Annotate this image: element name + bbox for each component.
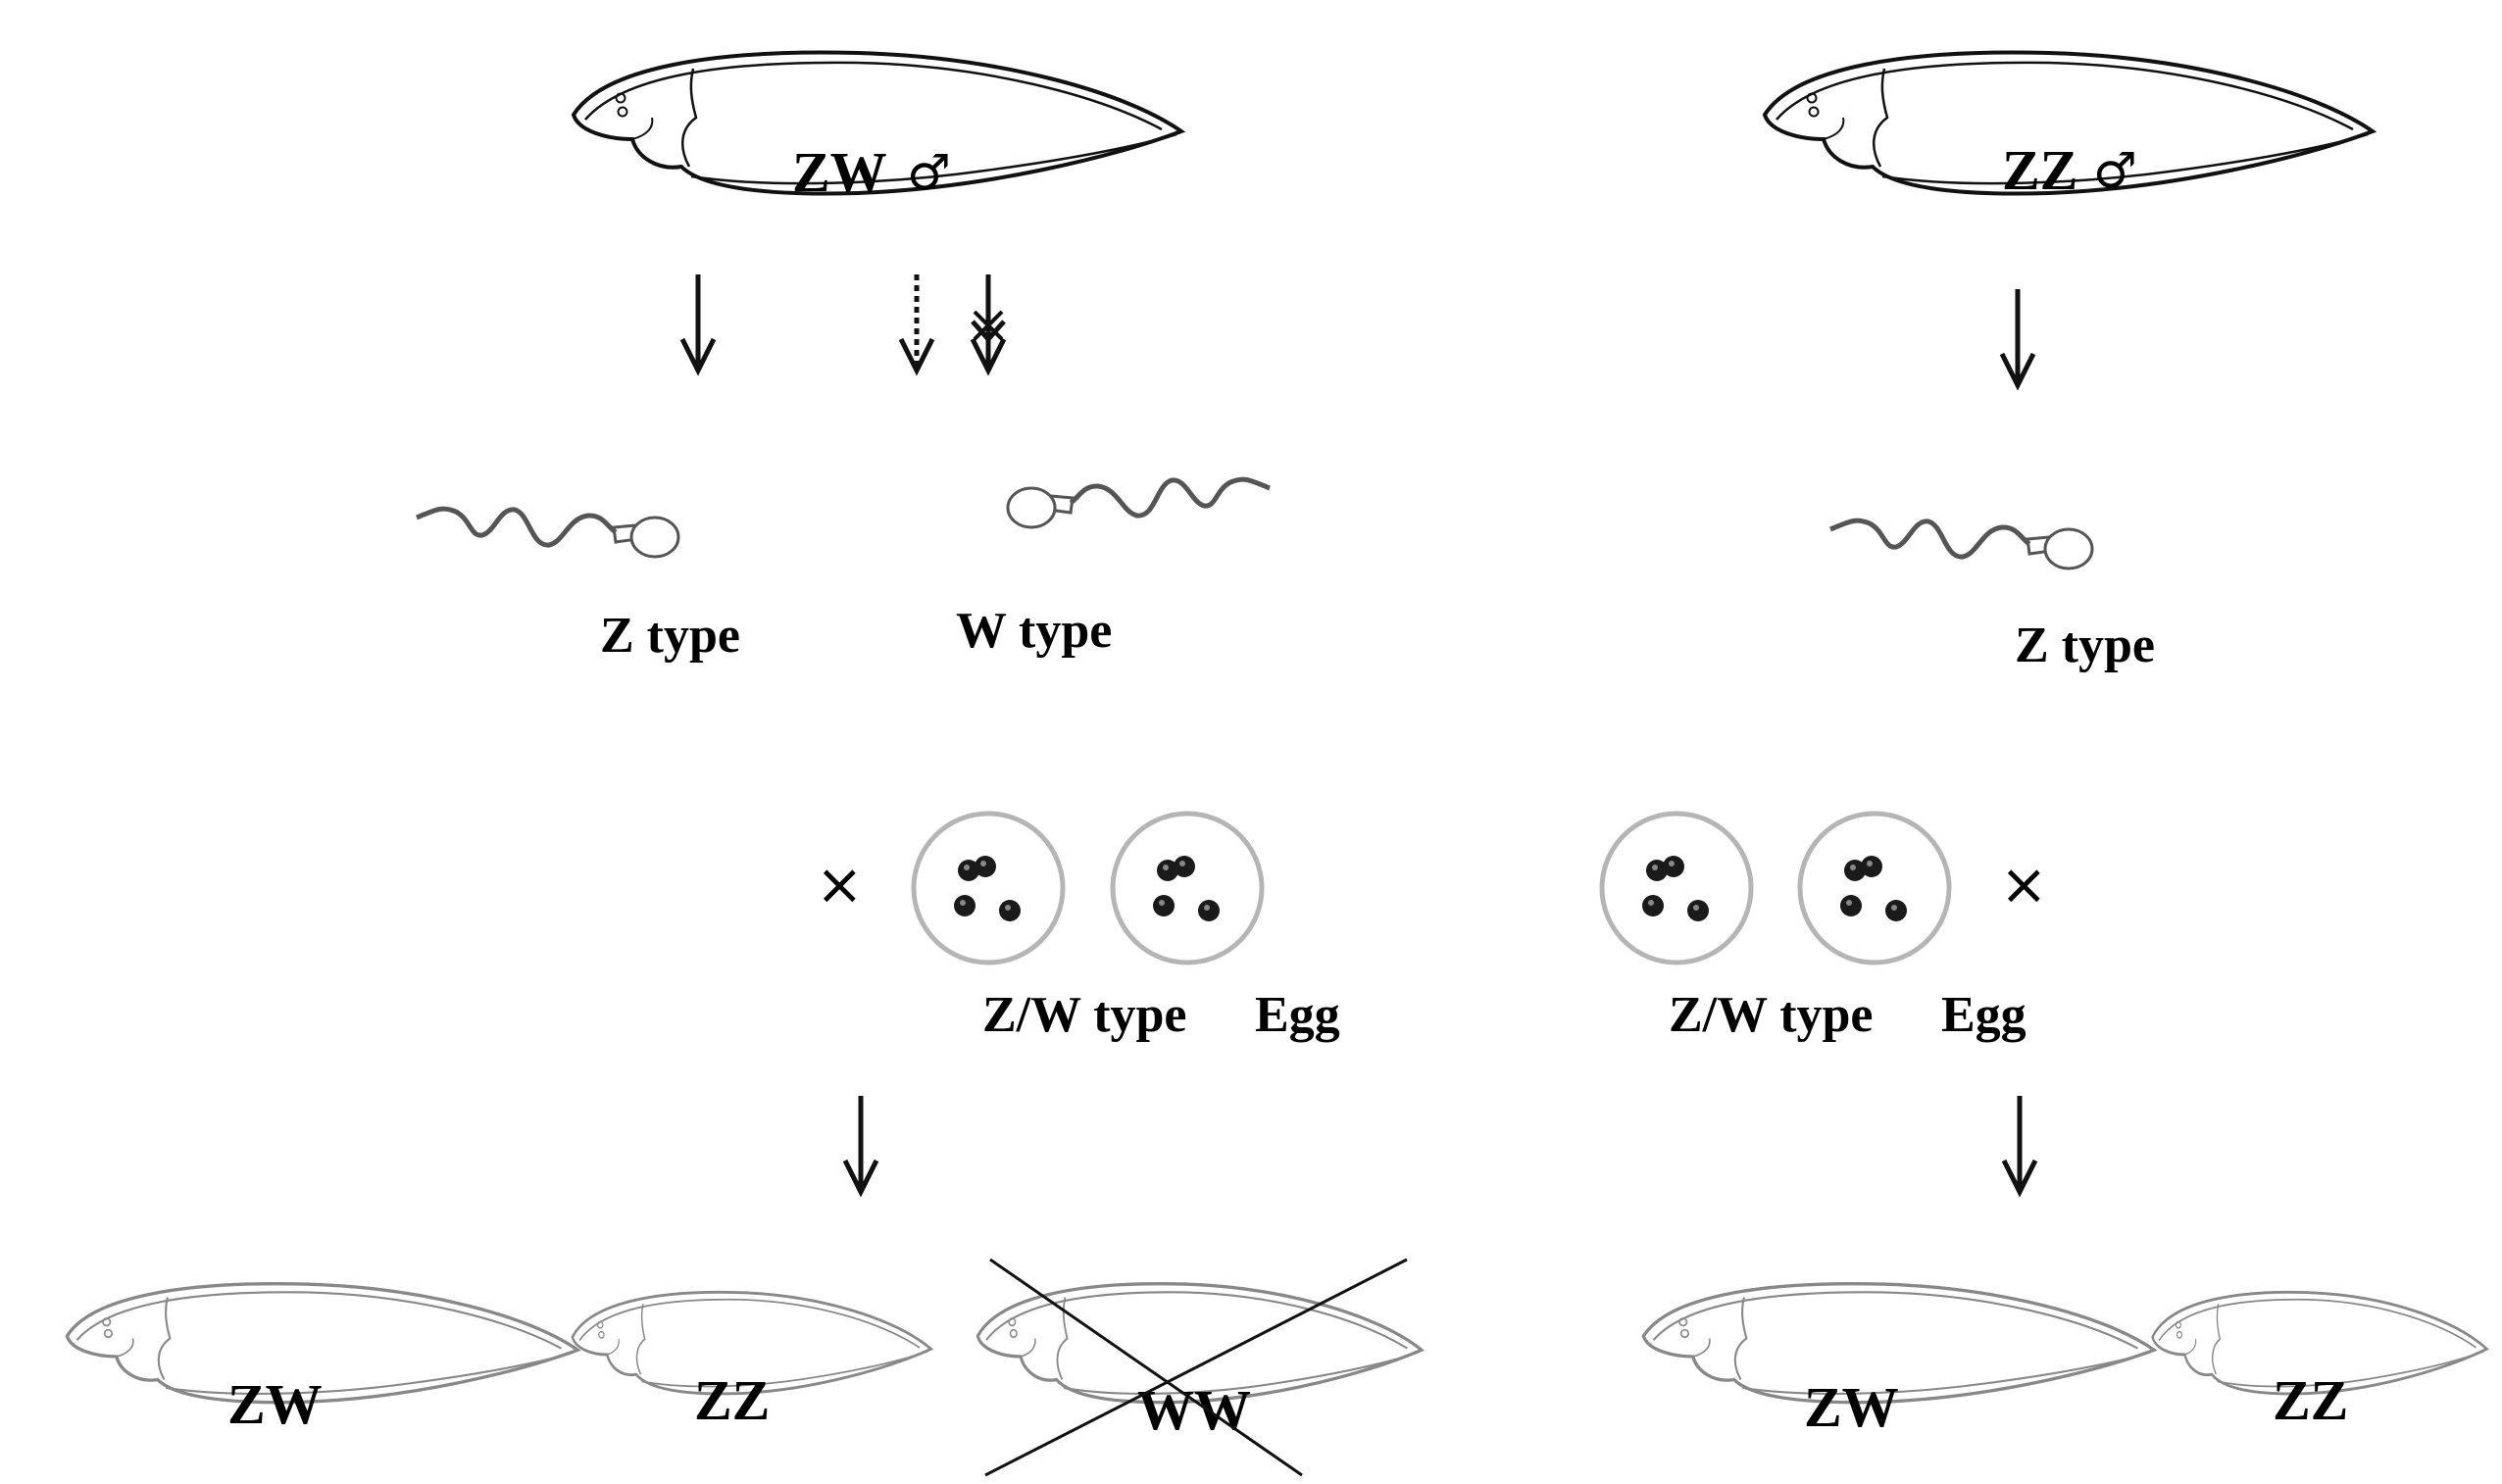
offspring-genotype-zw-right: ZW [1804,1375,1899,1439]
egg-cell-right-2 [1800,814,1949,963]
blocked-arrow-down-w-sperm [970,274,1007,376]
egg-cell-right-1 [1602,814,1751,963]
egg-cell-left-2 [1113,814,1262,963]
offspring-genotype-zz-left: ZZ [694,1368,770,1432]
sperm-z-right [1830,520,2092,569]
egg-cell-left-1 [914,814,1063,963]
cross-symbol-left: × [816,851,864,917]
parent-genotype-zz: ZZ [2002,138,2077,202]
dashed-arrow-down-w-sperm [898,274,935,376]
cross-out-x-icon [984,1258,1408,1477]
cross-symbol-right: × [2000,851,2048,917]
arrow-down-offspring-right [2004,1096,2035,1192]
sperm-z-label-right: Z type [2015,618,2155,673]
sperm-z-left [417,509,678,557]
parent-genotype-zw: ZW [792,140,887,204]
arrow-down-offspring-left [845,1096,876,1192]
sperm-w-left [1008,479,1270,527]
offspring-fish-zw-left [65,1281,579,1405]
arrow-down-z-sperm [682,274,714,371]
male-symbol: ♂ [907,144,951,201]
sperm-w-label-left: W type [956,603,1112,659]
egg-word-label-right: Egg [1941,987,2027,1043]
offspring-genotype-zw-left: ZW [227,1372,323,1436]
egg-type-label-right: Z/W type [1669,987,1874,1043]
egg-word-label-left: Egg [1255,987,1340,1043]
male-symbol-right: ♂ [2093,142,2137,199]
offspring-genotype-zz-right: ZZ [2273,1368,2348,1432]
offspring-fish-zw-right [1641,1281,2156,1405]
sperm-z-label-left: Z type [600,608,740,664]
arrow-down-z-sperm-right [2002,289,2033,385]
egg-type-label-left: Z/W type [982,987,1187,1043]
